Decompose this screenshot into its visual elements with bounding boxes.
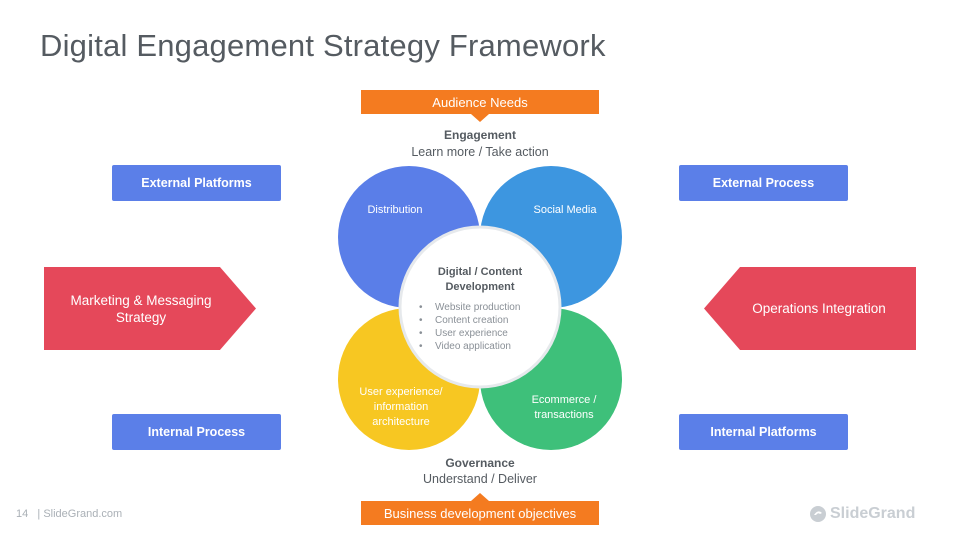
distribution-label: Distribution (367, 204, 422, 216)
page-title: Digital Engagement Strategy Framework (40, 28, 606, 63)
brand-logo-icon (810, 506, 826, 522)
bullet-icon: • (419, 315, 423, 326)
governance-subtitle: Understand / Deliver (423, 472, 537, 486)
banner-notch-down (471, 114, 489, 122)
external-process-box: External Process (679, 165, 848, 201)
center-item: Content creation (435, 315, 508, 326)
center-title-line1: Digital / Content (438, 266, 523, 278)
engagement-subtitle: Learn more / Take action (411, 145, 549, 159)
banner-notch-up (471, 493, 489, 501)
governance-heading: Governance (445, 456, 515, 470)
center-item: Website production (435, 302, 520, 313)
marketing-line1: Marketing & Messaging (70, 292, 212, 308)
external-platforms-box: External Platforms (112, 165, 281, 201)
engagement-heading: Engagement (443, 128, 516, 142)
center-item: Video application (435, 341, 511, 352)
ecommerce-label-line1: Ecommerce / (532, 394, 598, 406)
operations-integration-arrow: Operations Integration (704, 267, 916, 350)
ux-label-line3: architecture (372, 416, 429, 428)
brand-logo-text: SlideGrand (830, 505, 916, 522)
marketing-messaging-arrow: Marketing & Messaging Strategy (44, 267, 256, 350)
page-footer: 14 | SlideGrand.com (16, 508, 122, 520)
marketing-line2: Strategy (115, 309, 167, 325)
business-objectives-banner: Business development objectives (361, 501, 599, 525)
center-item: User experience (435, 328, 508, 339)
bullet-icon: • (419, 328, 423, 339)
bullet-icon: • (419, 302, 423, 313)
brand-logo: SlideGrand (810, 504, 915, 524)
ux-label-line2: information (374, 401, 428, 413)
social-media-label: Social Media (534, 204, 598, 216)
page-number: 14 (16, 508, 29, 520)
internal-process-box: Internal Process (112, 414, 281, 450)
footer-site: | SlideGrand.com (37, 508, 123, 520)
internal-platforms-box: Internal Platforms (679, 414, 848, 450)
audience-needs-banner: Audience Needs (361, 90, 599, 114)
bullet-icon: • (419, 341, 423, 352)
ux-label-line1: User experience/ (359, 386, 443, 398)
ecommerce-label-line2: transactions (534, 409, 594, 421)
center-title-line2: Development (445, 281, 514, 293)
center-circle (398, 225, 562, 389)
